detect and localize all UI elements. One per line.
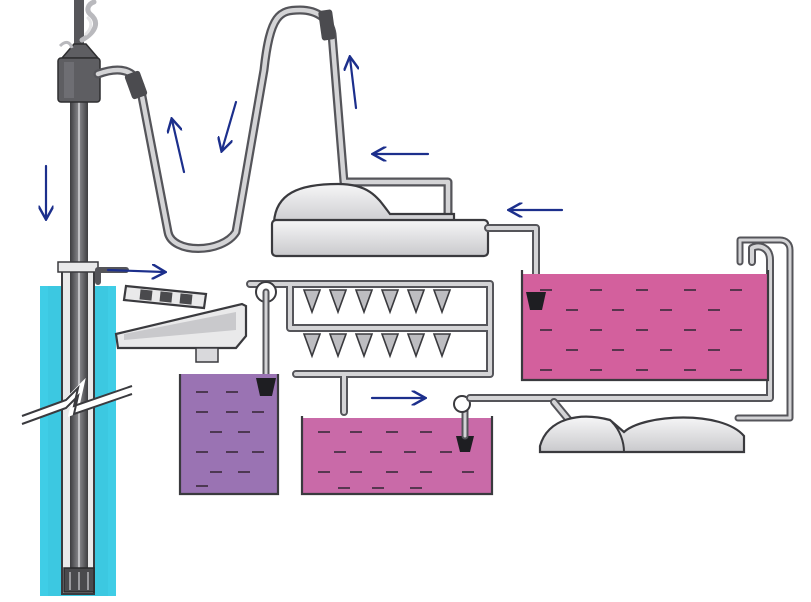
reaction-trough	[270, 218, 540, 290]
evaporation-pans	[95, 267, 248, 363]
separator-dome	[272, 182, 456, 228]
manifold	[246, 280, 494, 416]
storage-tank	[520, 270, 770, 382]
settling-tank-1	[178, 374, 280, 496]
transfer-pipe	[466, 236, 794, 440]
flow-arrow-right-pans	[106, 270, 164, 272]
flow-arrow-up-left-leg	[172, 120, 186, 174]
flow-arrow-up-riser	[350, 58, 356, 110]
heater-dome	[538, 415, 746, 454]
siphon-pipe	[93, 5, 453, 253]
flow-arrow-down-right-leg	[222, 100, 238, 150]
wellhead	[57, 0, 101, 103]
settling-tank-2	[300, 395, 494, 496]
flow-arrows	[46, 58, 564, 398]
well-casing	[57, 100, 99, 595]
gas-flare	[58, 0, 99, 49]
break-mark	[20, 377, 134, 425]
